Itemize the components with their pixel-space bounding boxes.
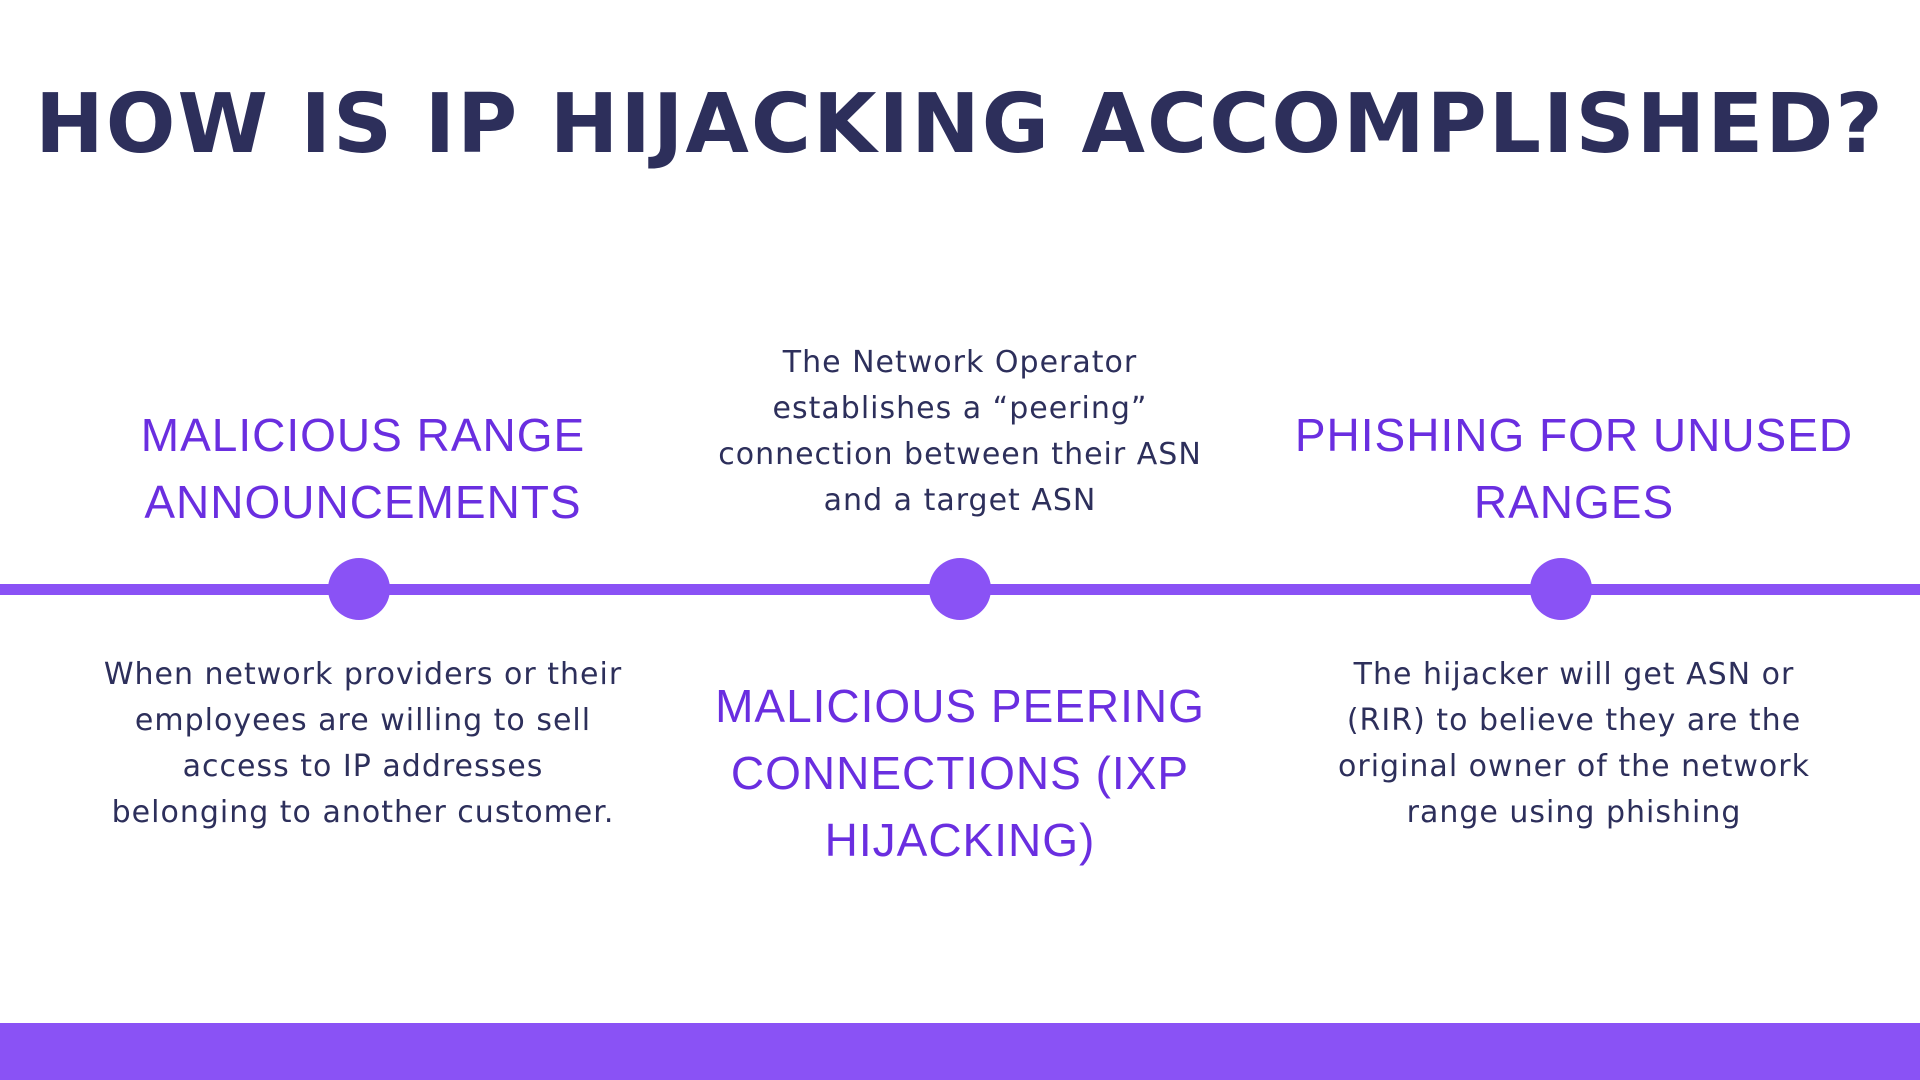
step-1-heading: MALICIOUS RANGE ANNOUNCEMENTS <box>140 409 586 528</box>
timeline-node-2 <box>929 558 991 620</box>
step-2-description: The Network Operator establishes a “peer… <box>718 345 1202 518</box>
step-3-heading: PHISHING FOR UNUSED RANGES <box>1294 409 1854 528</box>
step-2-heading: MALICIOUS PEERING CONNECTIONS (IXP HIJAC… <box>715 680 1205 866</box>
footer-bar <box>0 1023 1920 1080</box>
page-title: HOW IS IP HIJACKING ACCOMPLISHED? <box>35 77 1885 172</box>
timeline-node-3 <box>1530 558 1592 620</box>
step-3-description: The hijacker will get ASN or (RIR) to be… <box>1338 657 1810 830</box>
timeline-node-1 <box>328 558 390 620</box>
step-1-description: When network providers or their employee… <box>103 657 623 830</box>
